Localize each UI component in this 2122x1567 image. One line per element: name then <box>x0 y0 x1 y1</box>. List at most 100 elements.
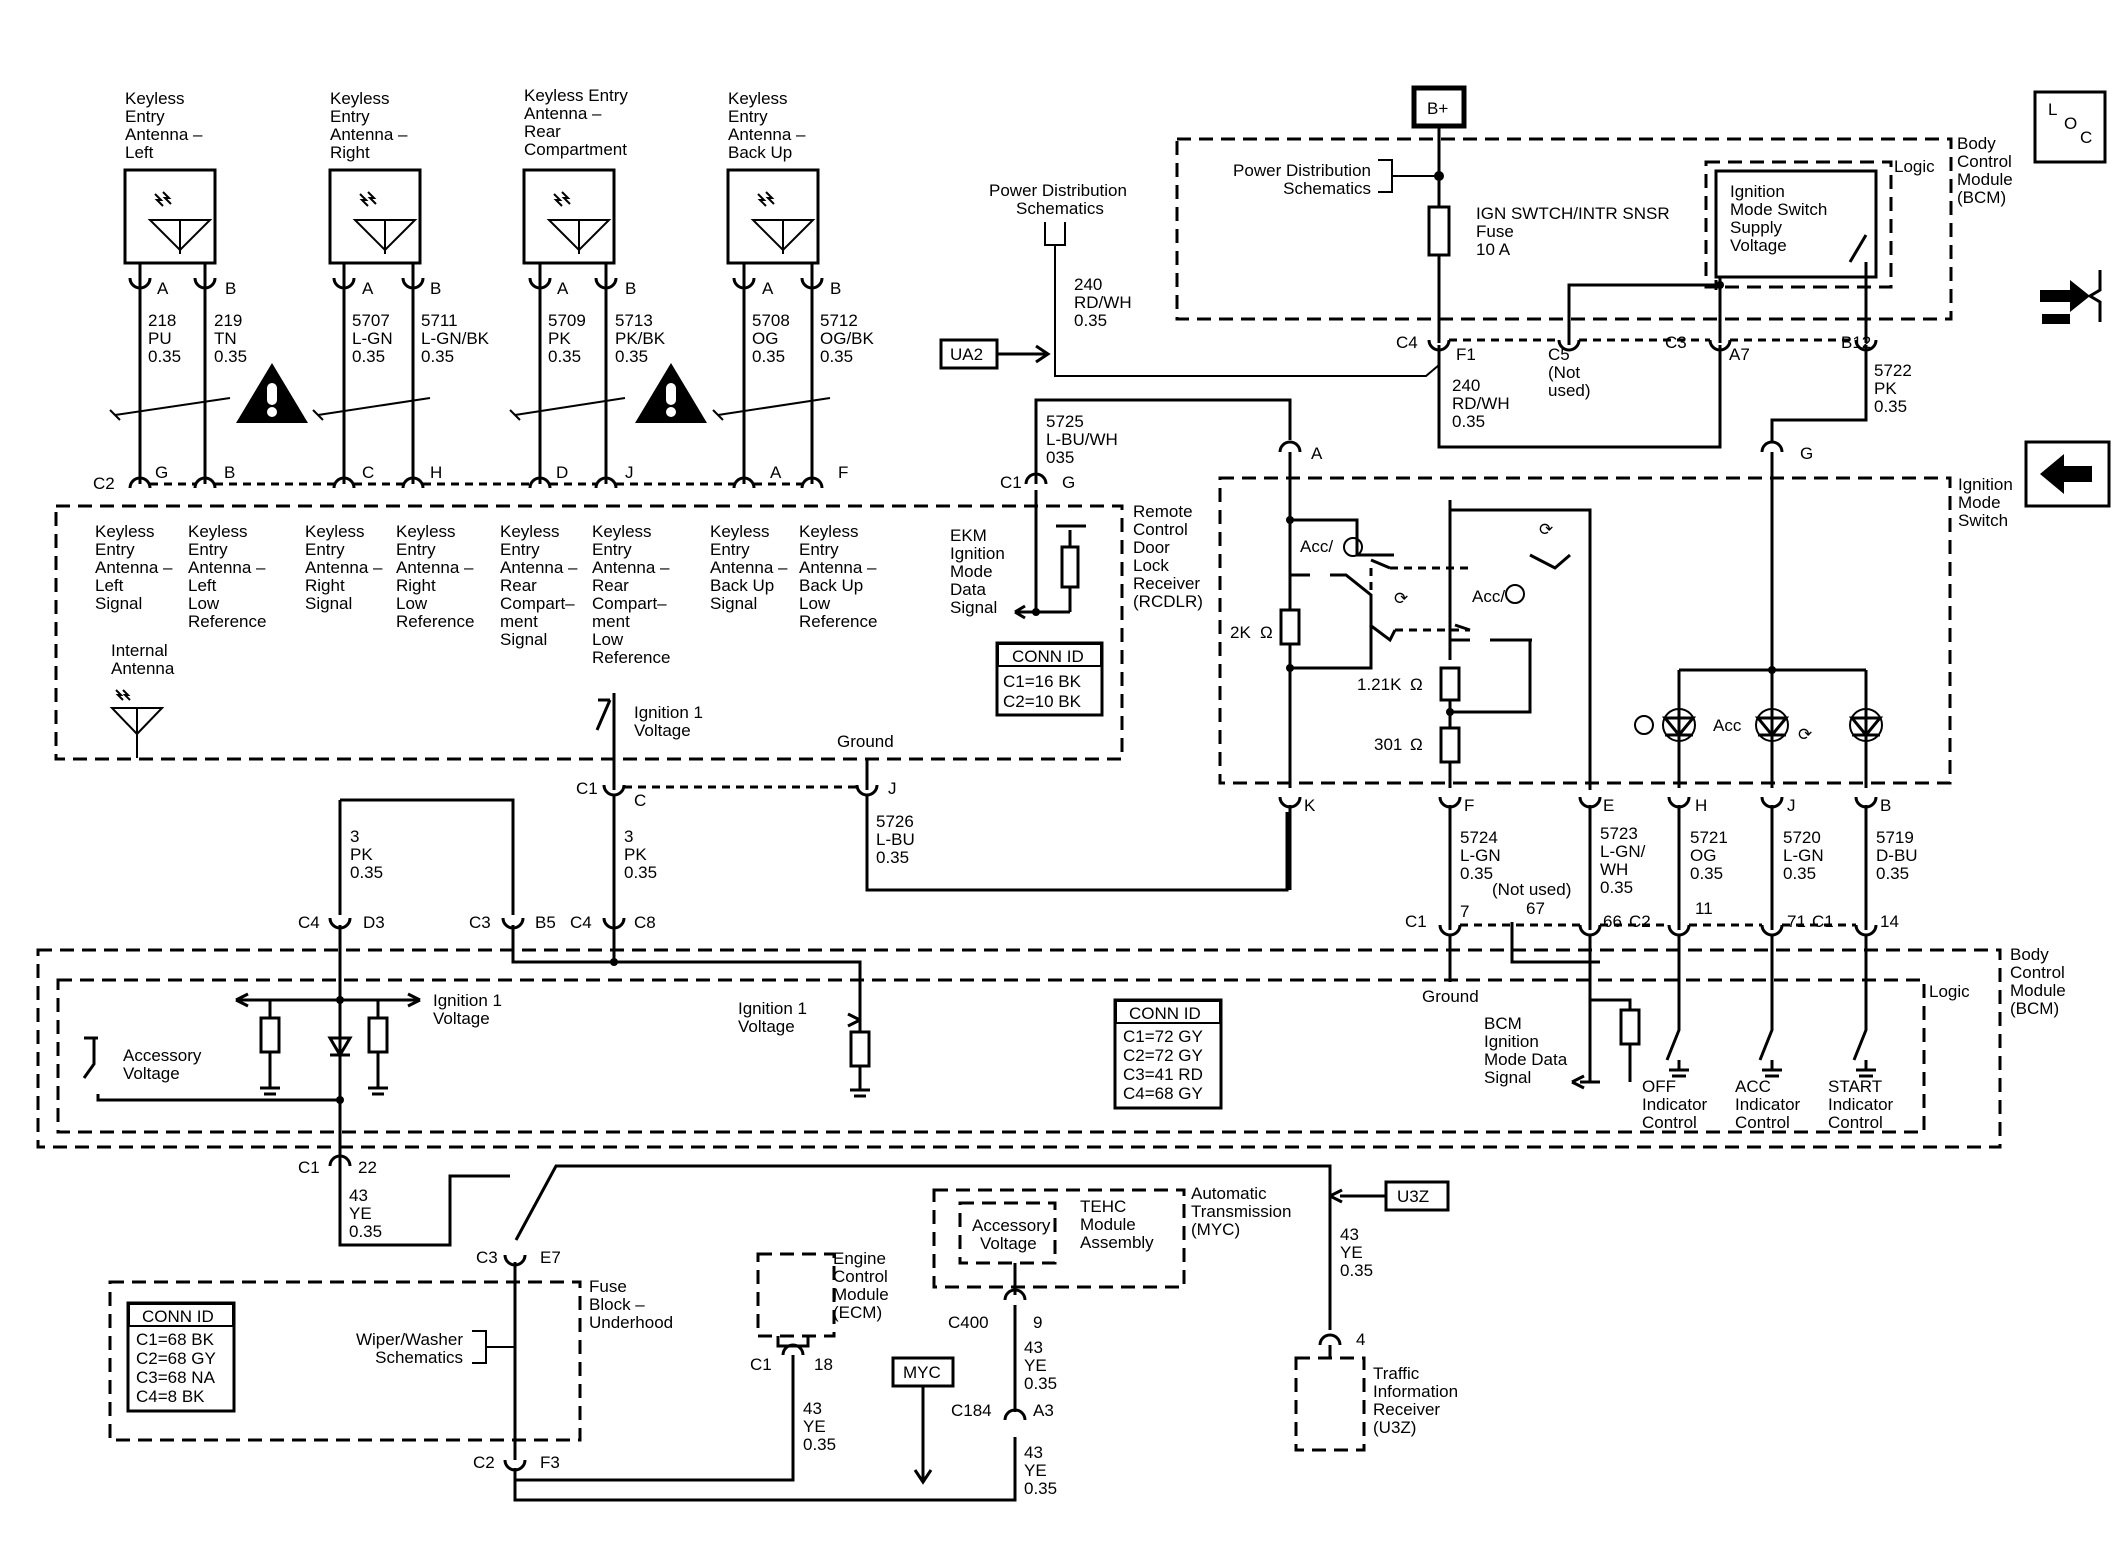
pin-label: B <box>224 463 235 482</box>
antenna-left-title: Keyless Entry Antenna – Left <box>125 89 207 162</box>
pin-label: A <box>762 279 774 298</box>
pin-label: 18 <box>814 1355 833 1374</box>
acc-voltage-box <box>958 1201 1057 1265</box>
pin-label: C8 <box>634 913 656 932</box>
led-start <box>1848 708 1884 742</box>
pin-label: K <box>1304 796 1316 815</box>
ohm-symbol: Ω <box>1260 623 1273 642</box>
ecm-box <box>756 1252 836 1338</box>
myc-box <box>891 1356 955 1388</box>
battery-label: B+ <box>1427 99 1448 118</box>
antenna-backup-box <box>726 168 820 265</box>
loc-legend: L O C <box>2024 90 2111 508</box>
acc-label: Acc/ <box>1472 587 1505 606</box>
acc-led-label: Acc <box>1713 716 1742 735</box>
antenna-icon <box>109 689 165 758</box>
bcm-top-outline <box>1175 137 1953 321</box>
antenna-right-box <box>328 168 422 265</box>
pin-label: B <box>830 279 841 298</box>
resistor <box>1279 608 1301 646</box>
conn-id-title: CONN ID <box>1129 1004 1201 1023</box>
resistor-label: 2K <box>1230 623 1251 642</box>
antenna-wires <box>109 263 831 489</box>
antenna-backup: Keyless Entry Antenna – Back Up <box>726 89 820 265</box>
conn-label: C4 <box>298 913 320 932</box>
pin-label: F <box>838 463 848 482</box>
pin-label: 11 <box>1695 899 1713 918</box>
conn-label: C3 <box>469 913 491 932</box>
antenna-rear-title: Keyless Entry Antenna – Rear Compartment <box>524 86 633 159</box>
resistor <box>1439 726 1461 764</box>
pin-label: B <box>1880 796 1891 815</box>
antenna-pin-labels: A B A B A B A B <box>157 279 841 298</box>
resistor <box>1619 1008 1641 1046</box>
u3z-box <box>1384 1180 1450 1212</box>
pin-label: G <box>1062 473 1075 492</box>
ohm-symbol: Ω <box>1410 735 1423 754</box>
pin-label: 9 <box>1033 1313 1042 1332</box>
traffic-receiver-box <box>1294 1356 1366 1452</box>
conn-id-title: CONN ID <box>1012 647 1084 666</box>
conn-label: C1 <box>1405 912 1427 931</box>
loc-box <box>2033 90 2107 164</box>
conn-id-title: CONN ID <box>142 1307 214 1326</box>
c4-label: C4 <box>1396 333 1418 352</box>
led-off <box>1661 708 1697 742</box>
pin-label: D <box>556 463 568 482</box>
ground-label: Ground <box>1422 987 1479 1006</box>
antenna-left: Keyless Entry Antenna – Left <box>123 89 217 265</box>
pin-label: 66 <box>1603 912 1622 931</box>
bcm-bottom-outer <box>36 948 2002 1149</box>
logic-label: Logic <box>1929 982 1970 1001</box>
antenna-backup-title: Keyless Entry Antenna – Back Up <box>728 89 810 162</box>
ims-outline <box>1218 476 1952 785</box>
pin-label: B <box>225 279 236 298</box>
pin-label: F3 <box>540 1453 560 1472</box>
resistor <box>1439 666 1461 702</box>
antenna-rear-box <box>522 168 616 265</box>
pin-label: G <box>155 463 168 482</box>
led-acc <box>1754 708 1790 742</box>
battery-box <box>1411 85 1467 129</box>
c1-label: C1 <box>576 779 598 798</box>
antenna-icon <box>546 191 612 254</box>
pin-label: 4 <box>1356 1330 1365 1349</box>
warning-icon <box>635 363 707 423</box>
rcdlr-ground-label: Ground <box>837 732 894 751</box>
diagnostic-icon <box>2040 270 2102 324</box>
pin-label: J <box>625 463 634 482</box>
pin-label: H <box>430 463 442 482</box>
pin-label: C <box>634 791 646 810</box>
